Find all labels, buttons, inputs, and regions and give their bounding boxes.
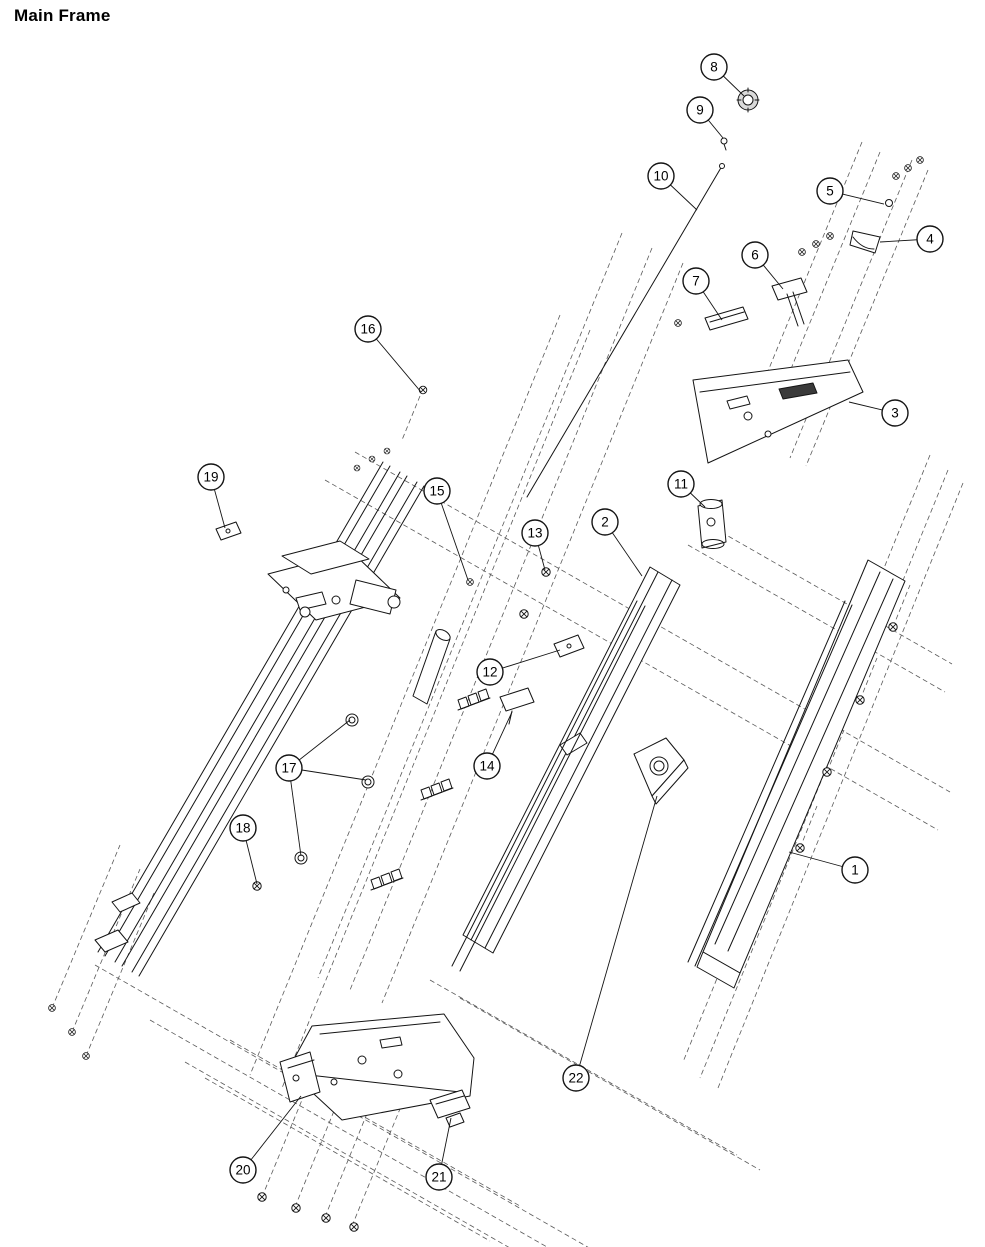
page-title: Main Frame [14, 6, 111, 25]
svg-text:6: 6 [751, 248, 759, 263]
svg-text:20: 20 [235, 1163, 250, 1178]
callouts: 1 2 3 4 5 6 7 [197, 53, 944, 1191]
callout-13: 13 [521, 519, 549, 547]
callout-7: 7 [682, 267, 710, 295]
bottom-plate-assembly [257, 1013, 475, 1232]
callout-17-leader [288, 767, 302, 857]
callout-15: 15 [423, 477, 451, 505]
screw-icon [353, 464, 361, 472]
svg-text:12: 12 [482, 665, 497, 680]
callout-1: 1 [841, 856, 869, 884]
svg-text:15: 15 [429, 484, 444, 499]
svg-text:7: 7 [692, 274, 700, 289]
svg-text:3: 3 [891, 406, 899, 421]
callout-4: 4 [916, 225, 944, 253]
callout-22-leader [575, 795, 658, 1079]
callout-16-leader [367, 328, 422, 393]
callout-15-leader [436, 490, 469, 581]
screw-icon [291, 1203, 301, 1213]
part-10-guide-rod [526, 163, 725, 498]
svg-text:13: 13 [527, 526, 542, 541]
carriage-rail-assembly [48, 447, 425, 1060]
callout-6: 6 [741, 241, 769, 269]
svg-text:19: 19 [203, 470, 218, 485]
callout-18: 18 [229, 814, 257, 842]
callout-17: 17 [275, 754, 303, 782]
callout-12: 12 [476, 658, 504, 686]
screw-icon [892, 172, 900, 180]
part-3-bracket-assembly [674, 156, 924, 464]
callout-11: 11 [667, 470, 695, 498]
svg-text:11: 11 [674, 477, 688, 492]
part-8-gear [736, 87, 760, 113]
callout-3: 3 [881, 399, 909, 427]
svg-text:8: 8 [710, 60, 718, 75]
screw-icon [48, 1004, 56, 1012]
screw-icon [822, 767, 832, 777]
svg-text:17: 17 [281, 761, 296, 776]
screw-icon [826, 232, 834, 240]
callout-19: 19 [197, 463, 225, 491]
screw-icon [368, 455, 376, 463]
callout-22: 22 [562, 1064, 590, 1092]
svg-text:14: 14 [479, 759, 495, 774]
svg-text:2: 2 [601, 515, 609, 530]
screw-icon [82, 1052, 90, 1060]
callout-leader-lines [210, 66, 931, 1178]
screw-icon [257, 1192, 267, 1202]
screw-icon [904, 164, 912, 172]
part-9-screw [720, 137, 728, 151]
svg-text:10: 10 [653, 169, 668, 184]
callout-5: 5 [816, 177, 844, 205]
svg-text:22: 22 [568, 1071, 583, 1086]
screw-icon [349, 1222, 359, 1232]
callout-2: 2 [591, 508, 619, 536]
screw-icon [418, 385, 428, 395]
callout-16: 16 [354, 315, 382, 343]
screw-icon [383, 447, 391, 455]
callout-20: 20 [229, 1156, 257, 1184]
screw-icon [541, 567, 551, 577]
screw-icon [68, 1028, 76, 1036]
part-2-middle-rail [451, 566, 681, 972]
svg-text:4: 4 [926, 232, 934, 247]
parts-art [48, 87, 924, 1232]
callout-14: 14 [473, 752, 501, 780]
svg-text:21: 21 [431, 1170, 446, 1185]
screw-icon [888, 622, 898, 632]
middle-hardware [215, 385, 585, 891]
screw-icon [795, 843, 805, 853]
svg-text:5: 5 [826, 184, 834, 199]
part-1-front-beam [687, 559, 906, 989]
part-11-damper [697, 499, 727, 549]
screw-icon [519, 609, 529, 619]
screw-icon [674, 319, 682, 327]
screw-icon [321, 1213, 331, 1223]
svg-text:18: 18 [235, 821, 250, 836]
part-22-holder [633, 737, 689, 805]
callout-9: 9 [686, 96, 714, 124]
screw-icon [812, 240, 820, 248]
svg-text:16: 16 [360, 322, 375, 337]
screw-icon [855, 695, 865, 705]
callout-21: 21 [425, 1163, 453, 1191]
callout-10: 10 [647, 162, 675, 190]
svg-text:9: 9 [696, 103, 704, 118]
screw-icon [798, 248, 806, 256]
svg-text:1: 1 [851, 863, 859, 878]
callout-20-leader [242, 1095, 302, 1171]
screw-icon [916, 156, 924, 164]
callout-8: 8 [700, 53, 728, 81]
